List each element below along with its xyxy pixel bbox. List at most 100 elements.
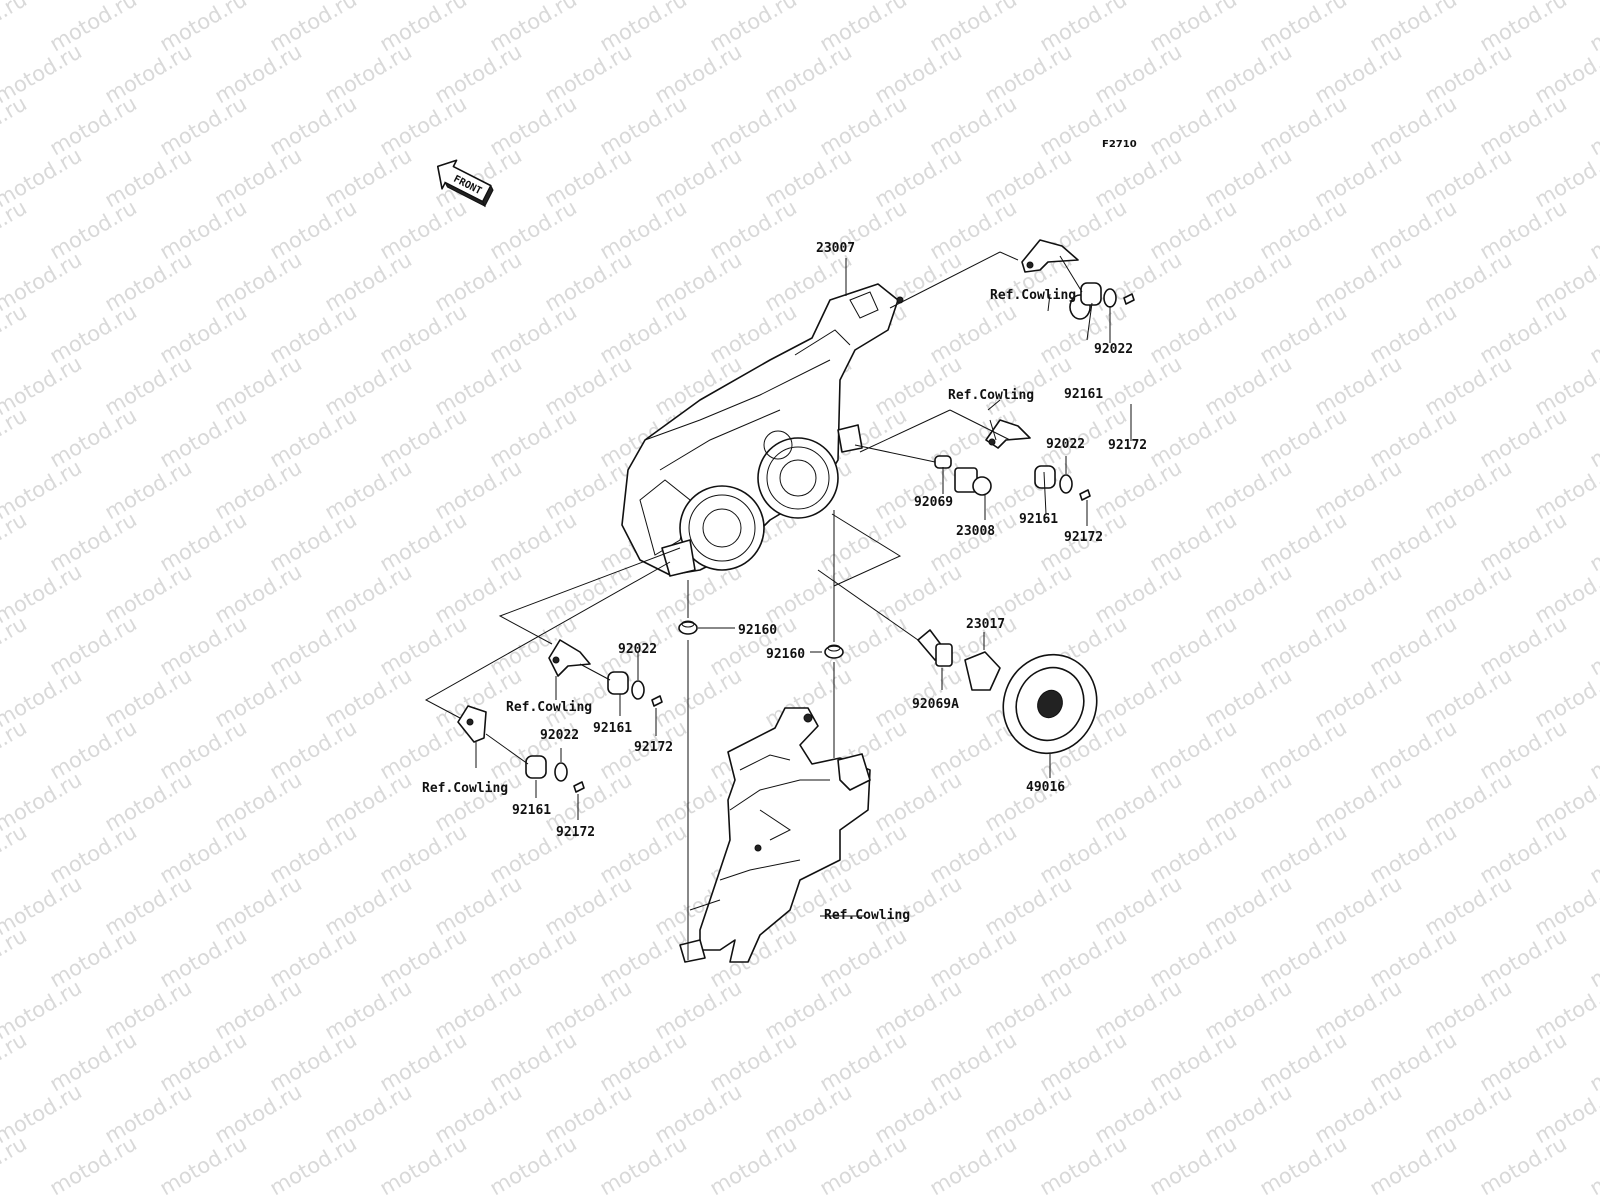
headlight-assembly[interactable] xyxy=(621,283,904,577)
watermark-text: motod.ru xyxy=(101,663,196,732)
watermark-text: motod.ru xyxy=(1366,507,1461,576)
ref-cowling-top-right[interactable]: Ref.Cowling xyxy=(990,288,1076,303)
label-92022-left-lower[interactable]: 92022 xyxy=(540,728,579,743)
watermark-text: motod.ru xyxy=(651,39,746,108)
watermark-text: motod.ru xyxy=(211,871,306,940)
watermark-text: motod.ru xyxy=(1421,39,1516,108)
watermark-text: motod.ru xyxy=(1586,819,1600,888)
watermark-text: motod.ru xyxy=(926,819,1021,888)
watermark-text: motod.ru xyxy=(1476,1131,1571,1200)
watermark-text: motod.ru xyxy=(211,559,306,628)
watermark-text: motod.ru xyxy=(266,1131,361,1200)
watermark-text: motod.ru xyxy=(596,819,691,888)
label-92161-top[interactable]: 92161 xyxy=(1064,387,1103,402)
watermark-text: motod.ru xyxy=(651,143,746,212)
left-lower-mount[interactable] xyxy=(457,705,585,793)
watermark-text: motod.ru xyxy=(816,1027,911,1096)
label-92069a[interactable]: 92069A xyxy=(912,697,959,712)
watermark-text: motod.ru xyxy=(1366,611,1461,680)
watermark-text: motod.ru xyxy=(486,195,581,264)
watermark-text: motod.ru xyxy=(1366,403,1461,472)
dust-cover[interactable] xyxy=(987,639,1113,769)
watermark-text: motod.ru xyxy=(1256,1027,1351,1096)
watermark-text: motod.ru xyxy=(1091,39,1186,108)
watermark-text: motod.ru xyxy=(1421,975,1516,1044)
headlight-stay-bracket[interactable] xyxy=(679,707,871,963)
watermark-text: motod.ru xyxy=(376,923,471,992)
ref-cowling-mid-right[interactable]: Ref.Cowling xyxy=(948,388,1034,403)
watermark-text: motod.ru xyxy=(1311,39,1406,108)
watermark-text: motod.ru xyxy=(46,507,141,576)
label-92172-mid[interactable]: 92172 xyxy=(1064,530,1103,545)
watermark-text: motod.ru xyxy=(46,819,141,888)
watermark-text: motod.ru xyxy=(46,611,141,680)
watermark-text: motod.ru xyxy=(1256,403,1351,472)
label-92172-top[interactable]: 92172 xyxy=(1108,438,1147,453)
label-92160-left[interactable]: 92160 xyxy=(738,623,777,638)
ref-cowling-left-lower[interactable]: Ref.Cowling xyxy=(422,781,508,796)
label-92022-mid[interactable]: 92022 xyxy=(1046,437,1085,452)
watermark-text: motod.ru xyxy=(1586,91,1600,160)
watermark-text: motod.ru xyxy=(596,91,691,160)
right-lower-mount[interactable] xyxy=(985,419,1091,501)
watermark-text: motod.ru xyxy=(1146,611,1241,680)
watermark-text: motod.ru xyxy=(1256,507,1351,576)
watermark-text: motod.ru xyxy=(0,299,31,368)
watermark-text: motod.ru xyxy=(266,403,361,472)
watermark-text: motod.ru xyxy=(651,975,746,1044)
watermark-text: motod.ru xyxy=(376,1131,471,1200)
watermark-text: motod.ru xyxy=(156,91,251,160)
watermark-text: motod.ru xyxy=(1531,455,1600,524)
grommet-center[interactable] xyxy=(824,644,844,659)
watermark-text: motod.ru xyxy=(1366,923,1461,992)
watermark-text: motod.ru xyxy=(156,403,251,472)
label-92172-left-lower[interactable]: 92172 xyxy=(556,825,595,840)
watermark-text: motod.ru xyxy=(101,1079,196,1148)
label-23007[interactable]: 23007 xyxy=(816,241,855,256)
watermark-text: motod.ru xyxy=(1256,91,1351,160)
watermark-text: motod.ru xyxy=(321,455,416,524)
label-92161-mid[interactable]: 92161 xyxy=(1019,512,1058,527)
left-upper-mount[interactable] xyxy=(548,639,663,707)
watermark-text: motod.ru xyxy=(1531,143,1600,212)
watermark-text: motod.ru xyxy=(1586,715,1600,784)
watermark-text: motod.ru xyxy=(1201,559,1296,628)
label-92172-left-upper[interactable]: 92172 xyxy=(634,740,673,755)
watermark-text: motod.ru xyxy=(1256,611,1351,680)
watermark-text: motod.ru xyxy=(1476,611,1571,680)
watermark-text: motod.ru xyxy=(1311,351,1406,420)
watermark-text: motod.ru xyxy=(1476,91,1571,160)
watermark-text: motod.ru xyxy=(1586,195,1600,264)
ref-cowling-left-upper[interactable]: Ref.Cowling xyxy=(506,700,592,715)
watermark-text: motod.ru xyxy=(266,91,361,160)
headlight-bulb[interactable] xyxy=(917,629,1001,691)
watermark-text: motod.ru xyxy=(0,715,31,784)
label-92160-center[interactable]: 92160 xyxy=(766,647,805,662)
ref-cowling-stay[interactable]: Ref.Cowling xyxy=(824,908,910,923)
watermark-text: motod.ru xyxy=(871,39,966,108)
watermark-text: motod.ru xyxy=(376,299,471,368)
watermark-text: motod.ru xyxy=(1036,1131,1131,1200)
watermark-text: motod.ru xyxy=(541,975,636,1044)
position-bulb[interactable] xyxy=(934,455,992,496)
watermark-text: motod.ru xyxy=(376,1027,471,1096)
label-92022-top[interactable]: 92022 xyxy=(1094,342,1133,357)
label-23008[interactable]: 23008 xyxy=(956,524,995,539)
watermark-text: motod.ru xyxy=(46,91,141,160)
watermark-text: motod.ru xyxy=(926,507,1021,576)
watermark-text: motod.ru xyxy=(1311,247,1406,316)
watermark-text: motod.ru xyxy=(541,455,636,524)
label-92069[interactable]: 92069 xyxy=(914,495,953,510)
watermark-text: motod.ru xyxy=(266,299,361,368)
label-92161-left-lower[interactable]: 92161 xyxy=(512,803,551,818)
label-92161-left-upper[interactable]: 92161 xyxy=(593,721,632,736)
watermark-text: motod.ru xyxy=(1146,299,1241,368)
watermark-text: motod.ru xyxy=(101,455,196,524)
watermark-text: motod.ru xyxy=(211,351,306,420)
watermark-text: motod.ru xyxy=(1366,299,1461,368)
watermark-text: motod.ru xyxy=(101,247,196,316)
label-92022-left-upper[interactable]: 92022 xyxy=(618,642,657,657)
label-23017[interactable]: 23017 xyxy=(966,617,1005,632)
label-49016[interactable]: 49016 xyxy=(1026,780,1065,795)
grommet-left[interactable] xyxy=(678,620,698,635)
